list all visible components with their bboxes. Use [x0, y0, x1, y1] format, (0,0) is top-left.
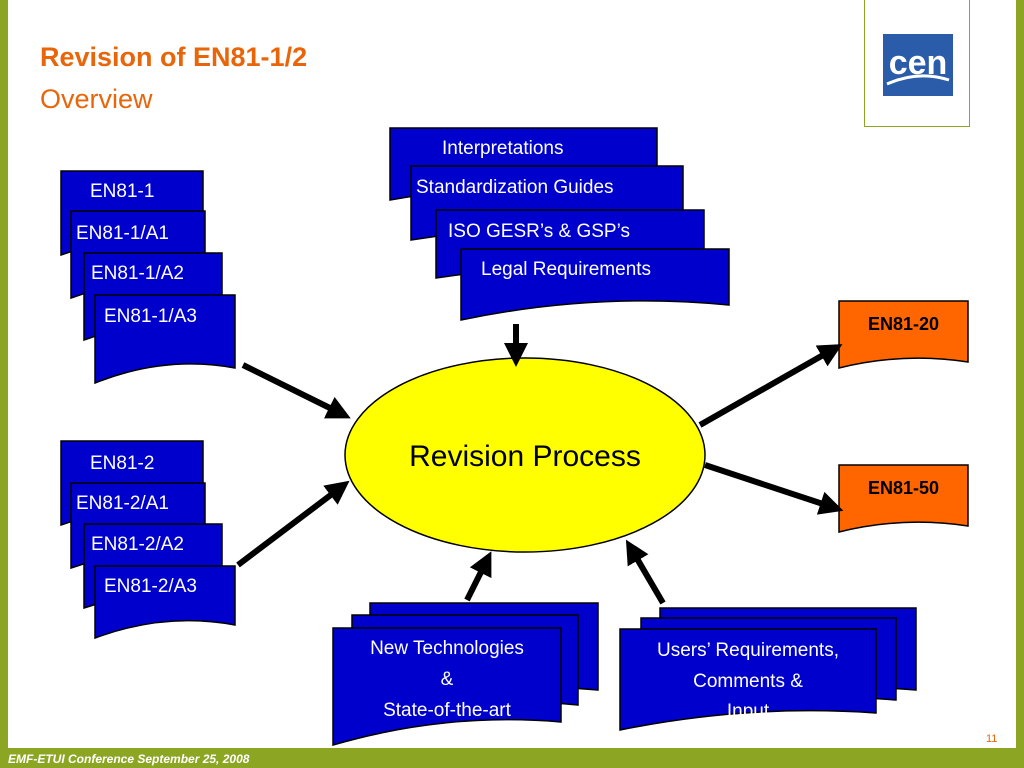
cen-logo-icon: cen: [883, 34, 953, 96]
slide-subtitle: Overview: [40, 84, 153, 114]
label-en81-2-a3: EN81-2/A3: [104, 576, 197, 597]
label-users-requirements: Users’ Requirements,: [657, 640, 839, 661]
label-en81-1-a2: EN81-1/A2: [91, 263, 184, 284]
arrow-from-en81-1: [241, 362, 351, 419]
label-new-tech-ampersand: &: [440, 669, 454, 690]
label-new-technologies: New Technologies: [370, 638, 524, 659]
footer-text: EMF-ETUI Conference September 25, 2008: [8, 752, 250, 766]
label-en81-50: EN81-50: [867, 478, 940, 498]
label-legal-requirements: Legal Requirements: [481, 259, 652, 280]
arrow-from-users: [625, 539, 666, 605]
label-standardization-guides: Standardization Guides: [416, 177, 614, 198]
doc-legal-requirements: [460, 248, 730, 321]
label-en81-1-a1: EN81-1/A1: [76, 223, 169, 244]
label-en81-2-a1: EN81-2/A1: [76, 493, 169, 514]
arrow-from-en81-2: [236, 480, 350, 568]
label-revision-process: Revision Process: [409, 440, 641, 473]
doc-en81-1-a3: [94, 294, 236, 385]
label-state-of-the-art: State-of-the-art: [383, 700, 511, 721]
doc-en81-20: [838, 300, 969, 369]
doc-en81-50: [838, 464, 969, 533]
arrow-to-en81-50: [704, 462, 844, 515]
slide-title: Revision of EN81-1/2: [40, 42, 308, 72]
doc-en81-2-a3: [94, 565, 236, 640]
label-input: Input: [726, 701, 770, 722]
label-en81-2: EN81-2: [90, 453, 155, 474]
label-interpretations: Interpretations: [442, 138, 564, 159]
arrow-to-en81-20: [698, 344, 843, 428]
label-iso-gesr: ISO GESR’s & GSP’s: [448, 221, 630, 242]
doc-new-technologies: [332, 627, 562, 746]
doc-users-requirements: [619, 628, 877, 731]
label-en81-2-a2: EN81-2/A2: [91, 534, 184, 555]
label-en81-1: EN81-1: [90, 181, 155, 202]
page-number: 11: [986, 733, 998, 745]
label-comments: Comments &: [693, 671, 803, 692]
label-en81-1-a3: EN81-1/A3: [104, 306, 197, 327]
arrow-from-new-tech: [464, 551, 492, 602]
label-en81-20: EN81-20: [867, 314, 940, 334]
cen-logo: cen: [864, 0, 970, 127]
